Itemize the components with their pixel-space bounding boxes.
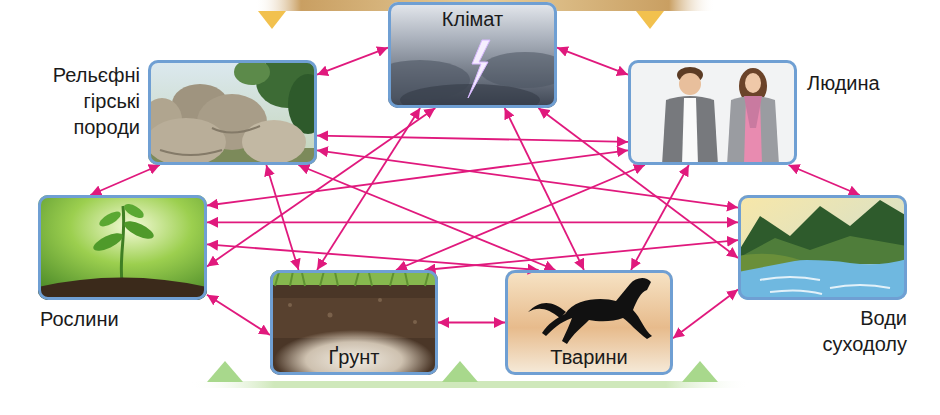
node-label: Води суходолу: [807, 305, 907, 357]
image-box: Ґрунт: [270, 270, 438, 375]
image-box: Рельєфні гірські породи: [148, 60, 317, 165]
double-arrow: [207, 244, 539, 270]
double-arrow: [789, 165, 860, 195]
double-arrow: [317, 48, 388, 75]
double-arrow: [673, 290, 738, 339]
image-box: Води суходолу: [738, 195, 907, 300]
image-box: Рослини: [38, 195, 207, 300]
double-arrow: [266, 165, 298, 270]
double-arrow: [317, 136, 628, 142]
double-arrow: [557, 48, 628, 75]
image-box: Клімат: [388, 2, 557, 108]
node-label: Рельєфні гірські породи: [15, 62, 140, 140]
image-box: Людина: [628, 60, 797, 165]
image-box: Тварини: [505, 270, 673, 375]
double-arrow: [207, 295, 270, 335]
node-label: Рослини: [40, 306, 119, 332]
node-label: Ґрунт: [329, 344, 380, 370]
node-label: Клімат: [442, 6, 503, 32]
double-arrow: [207, 221, 738, 223]
node-label: Тварини: [550, 344, 627, 370]
double-arrow: [438, 322, 505, 324]
double-arrow: [631, 165, 689, 270]
double-arrow: [207, 150, 628, 205]
node-label: Людина: [807, 70, 880, 96]
double-arrow: [396, 165, 645, 270]
double-arrow: [425, 240, 738, 270]
double-arrow: [90, 165, 159, 195]
double-arrow: [538, 108, 738, 258]
double-arrow: [207, 108, 435, 266]
